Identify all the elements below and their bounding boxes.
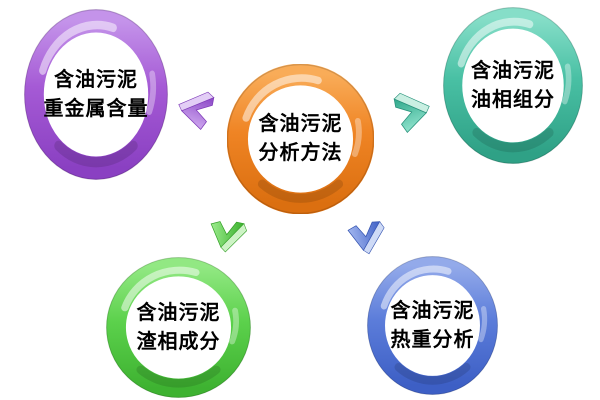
node-label-line2: 油相组分 [471,88,555,111]
node-label: 含油污泥 热重分析 [367,256,498,395]
arrow-down-icon [347,221,385,255]
node-label-line1: 含油污泥 [258,113,343,135]
node-heavy-metal-content: 含油污泥 重金属含量 [24,9,168,180]
node-label-line2: 重金属含量 [43,97,149,120]
node-label-line1: 含油污泥 [390,299,475,322]
arrow-left-icon [178,91,215,131]
teal-ring-icon [443,7,583,164]
blue-ring-icon [367,256,498,395]
node-label-line2: 分析方法 [258,142,343,164]
node-label: 含油污泥 渣相成分 [106,257,251,398]
node-label: 含油污泥 分析方法 [227,64,374,214]
purple-ring-icon [24,9,168,180]
node-thermogravimetric-analysis: 含油污泥 热重分析 [367,256,498,395]
arrow-down-left-icon [210,221,248,253]
node-label-line2: 渣相成分 [136,330,221,353]
node-residue-phase-composition: 含油污泥 渣相成分 [106,257,251,398]
node-label-line1: 含油污泥 [54,68,138,91]
node-label-line1: 含油污泥 [471,59,555,82]
arrow-right-icon [393,92,430,133]
node-oil-phase-components: 含油污泥 油相组分 [443,7,583,164]
node-analysis-methods: 含油污泥 分析方法 [227,64,374,214]
orange-ring-icon [227,64,374,214]
node-label: 含油污泥 重金属含量 [24,9,168,180]
node-label-line1: 含油污泥 [136,301,221,324]
node-label: 含油污泥 油相组分 [443,7,583,164]
node-label-line2: 热重分析 [390,328,475,351]
green-ring-icon [106,257,251,398]
